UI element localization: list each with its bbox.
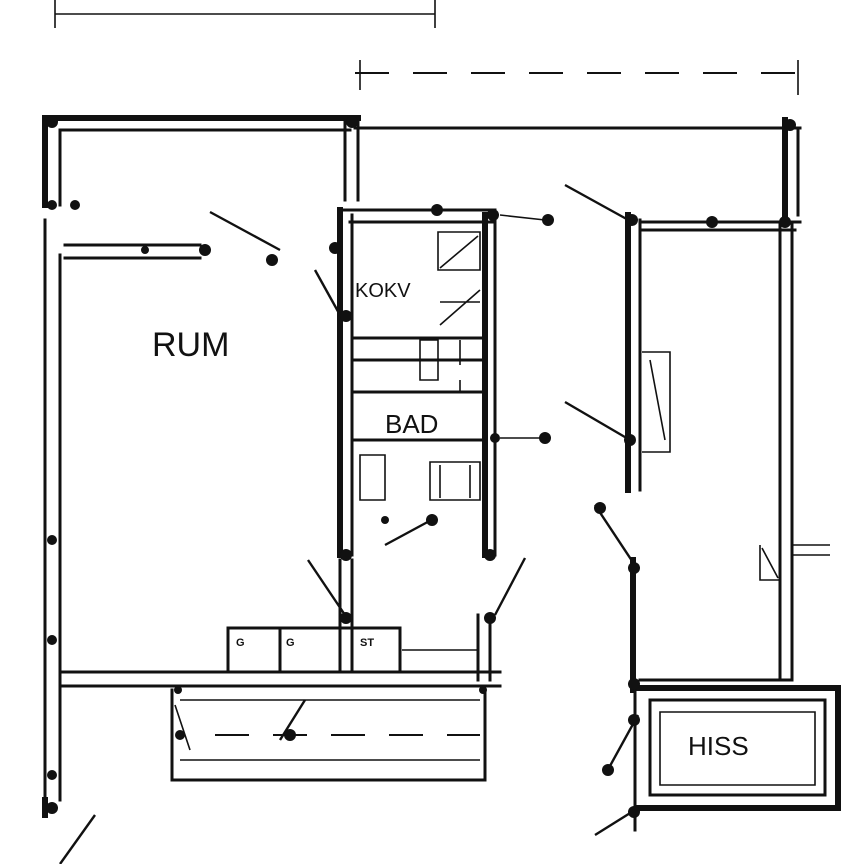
exterior-walls <box>42 115 802 818</box>
room-label-rum: RUM <box>152 326 229 364</box>
room-kokv-bad-walls <box>337 207 497 558</box>
fixture-label-g1: G <box>236 637 245 649</box>
room-right-walls <box>625 212 830 693</box>
room-label-hiss: HISS <box>688 731 749 761</box>
wall-nodes <box>46 116 796 818</box>
fixture-label-st: ST <box>360 637 374 649</box>
door-swings <box>59 183 640 864</box>
fixture-boxes <box>226 558 492 682</box>
elevator-shaft-walls <box>633 685 841 832</box>
lower-closet-walls <box>170 688 487 782</box>
dimension-line-top-right <box>355 60 800 95</box>
room-rum-walls <box>60 243 502 688</box>
fixture-label-g2: G <box>286 637 295 649</box>
room-label-bad: BAD <box>385 409 438 439</box>
dimension-line-top-left <box>54 0 436 28</box>
room-label-kokv: KOKV <box>355 280 411 302</box>
